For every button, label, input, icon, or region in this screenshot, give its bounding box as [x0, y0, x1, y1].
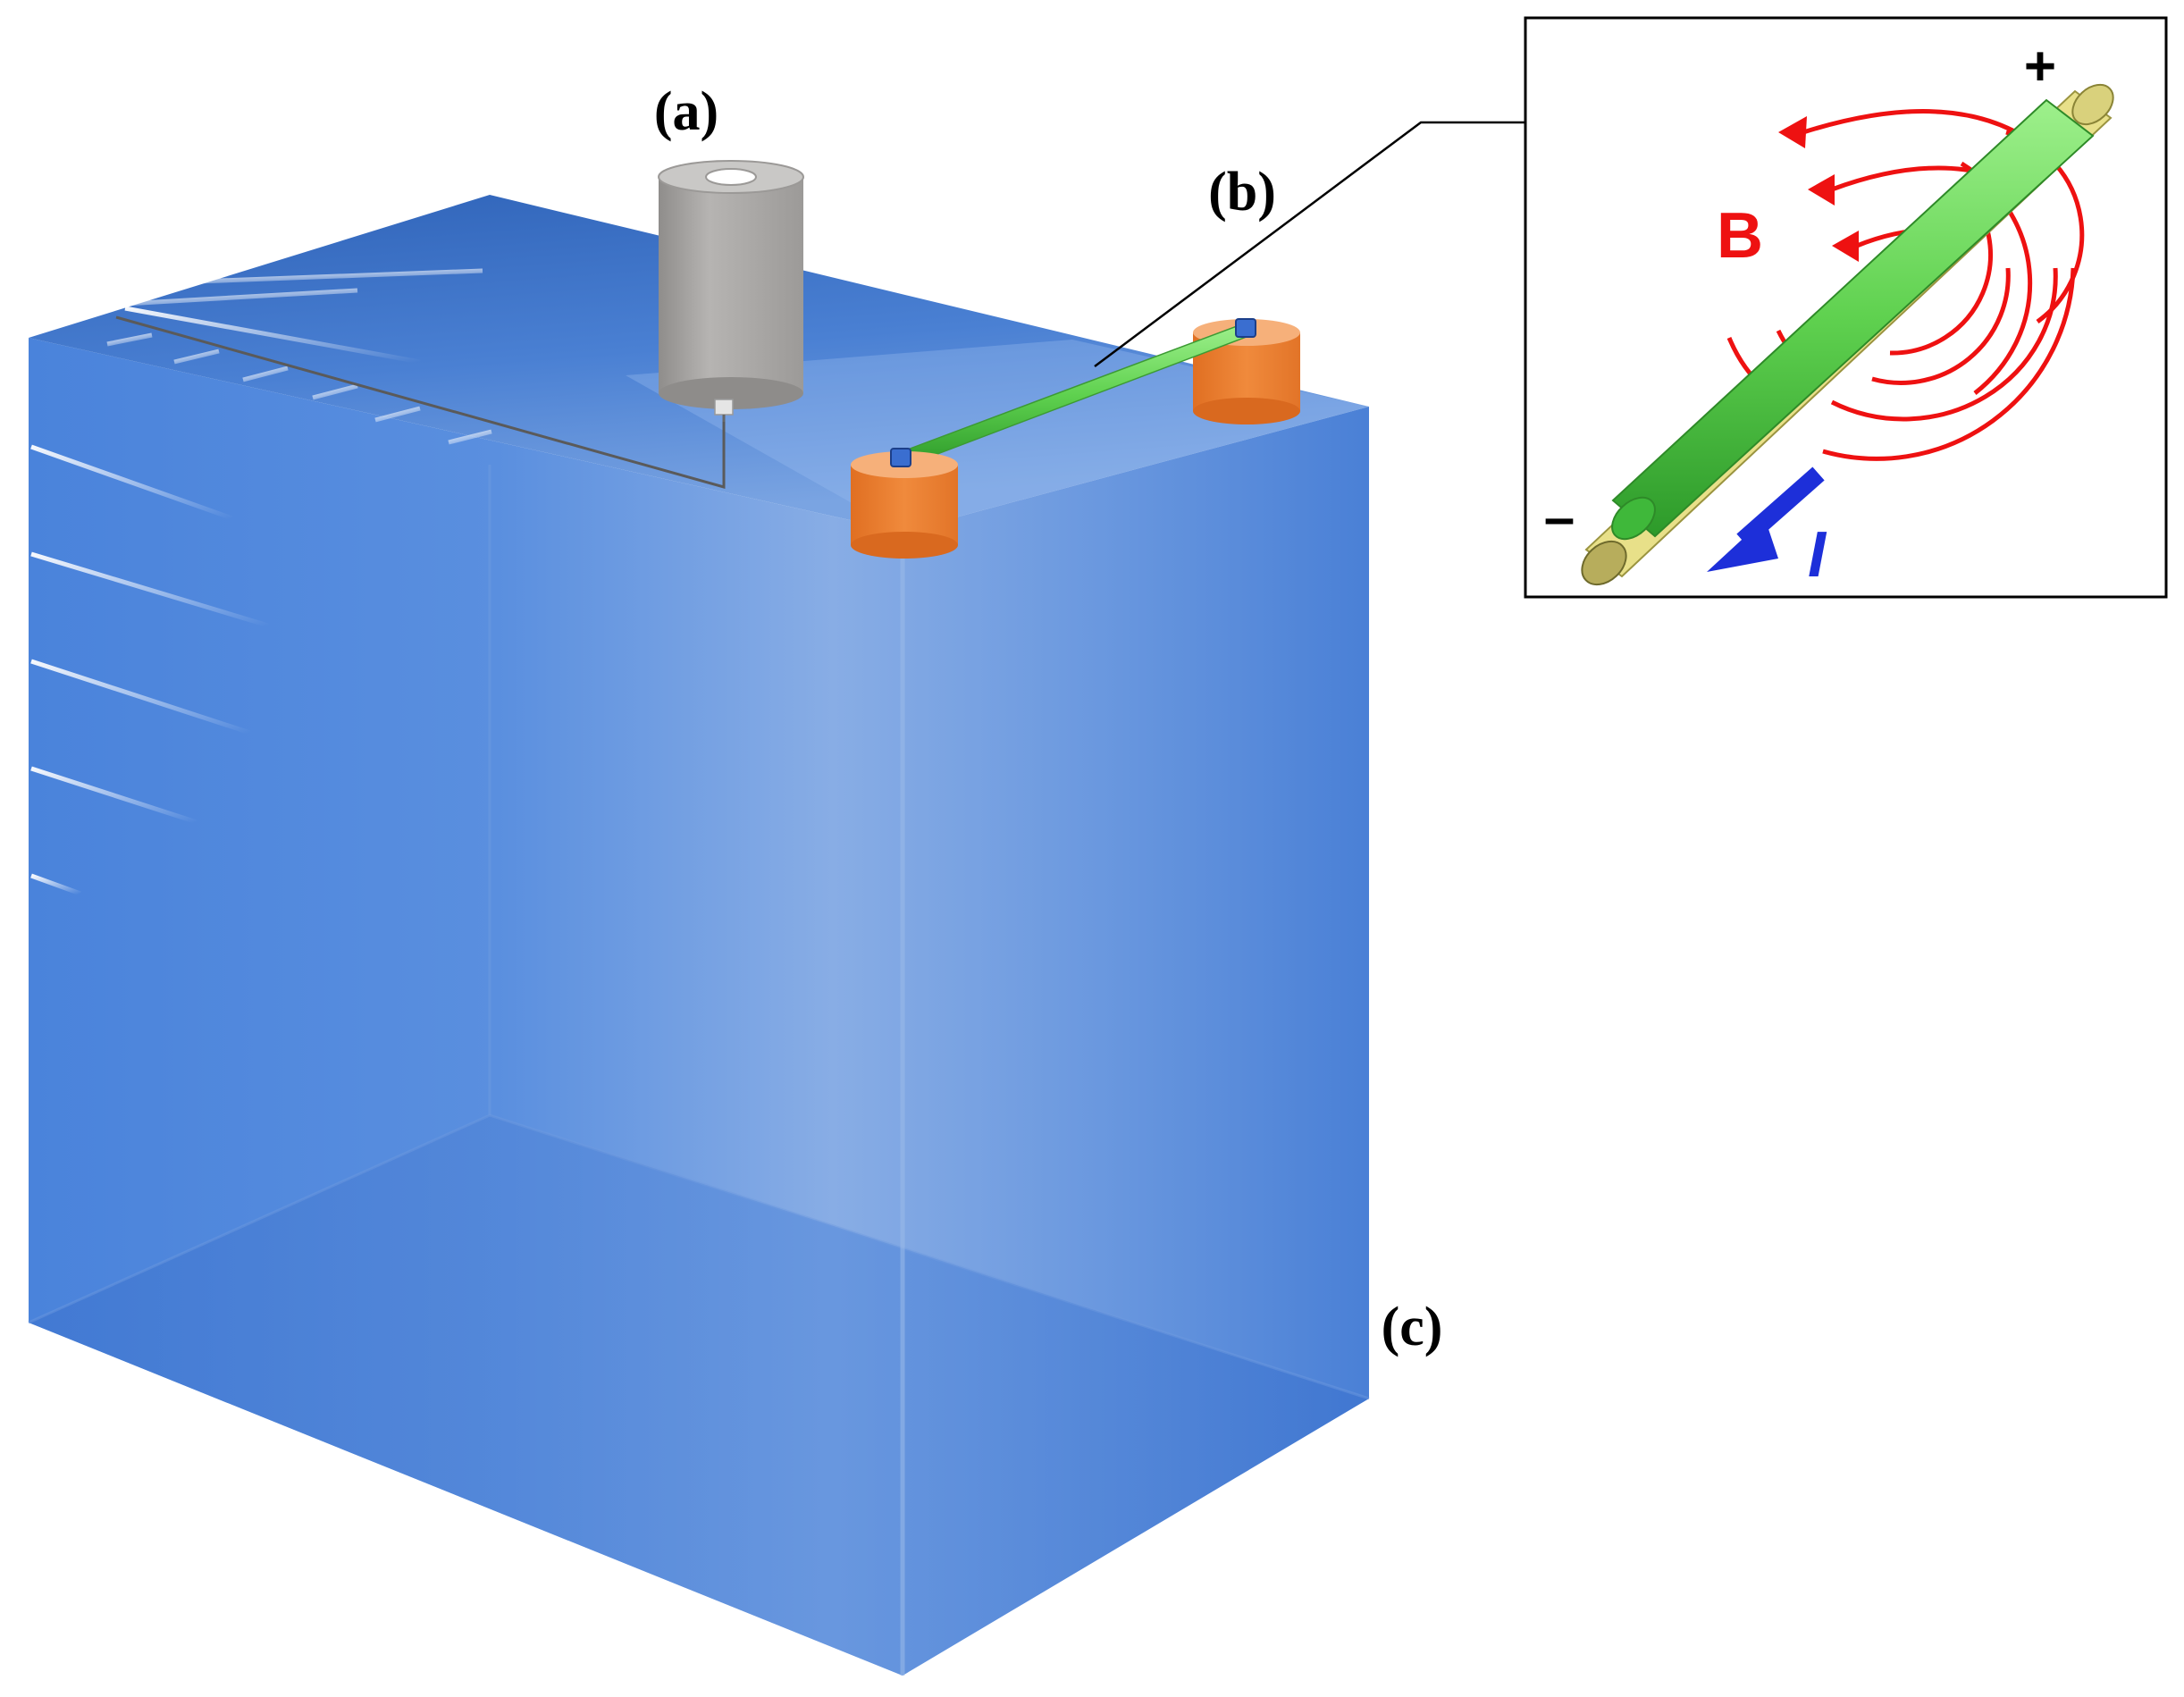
water-tank [28, 195, 1370, 1676]
inset-field-label: B [1717, 200, 1763, 272]
inset-panel: + – B I [1524, 16, 2168, 599]
tank-inner-edge [28, 1113, 491, 1324]
tank-grid [30, 268, 492, 896]
inset-current-label: I [1808, 519, 1827, 591]
tank-bottom-plane [29, 1115, 1369, 1676]
label-a: (a) [654, 81, 718, 142]
field-arrowheads [1778, 116, 1859, 262]
label-b: (b) [1208, 162, 1276, 223]
hydrophone-probe [115, 160, 804, 489]
wire-connector [890, 448, 911, 467]
label-c: (c) [1382, 1297, 1443, 1357]
hydrophone-cylinder-icon [659, 177, 803, 393]
wire-connector [1235, 318, 1256, 338]
current-arrow-icon [1707, 466, 1825, 572]
inset-minus-sign: – [1544, 487, 1575, 549]
tank-inner-edge [489, 1113, 1370, 1400]
energized-wire-icon [1581, 83, 2114, 586]
probe-cable [115, 315, 726, 489]
tank-top-highlight [626, 340, 1369, 532]
inset-plus-sign: + [2024, 36, 2056, 97]
inset-leader-line [1094, 121, 1537, 368]
wire-assembly [851, 318, 1300, 559]
